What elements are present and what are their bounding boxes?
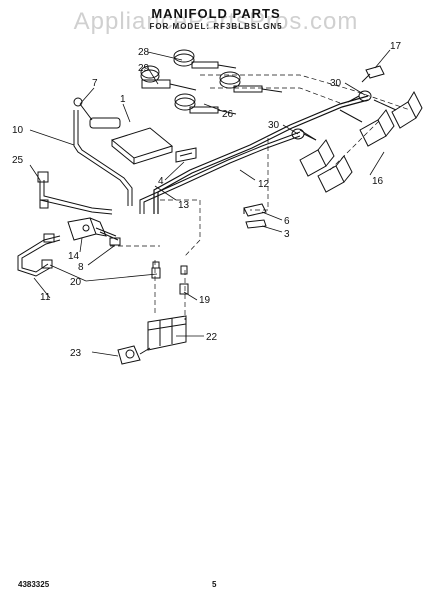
dashed-guides xyxy=(110,74,411,320)
bracket-part-4 xyxy=(175,147,197,163)
callout-11: 11 xyxy=(40,292,51,303)
fitting-part-20 xyxy=(151,261,161,279)
bracket-part-6 xyxy=(243,203,267,217)
connector-30-upper xyxy=(347,90,372,103)
burner-spuds xyxy=(299,90,423,193)
page-subtitle: FOR MODEL: RF3BLBSLGN5 xyxy=(149,22,283,31)
callout-26: 26 xyxy=(222,109,234,120)
callout-12: 12 xyxy=(258,179,270,190)
callout-22: 22 xyxy=(206,332,218,343)
oven-valve-assembly xyxy=(73,97,174,165)
callout-3: 3 xyxy=(284,229,290,240)
callout-29: 29 xyxy=(138,63,150,74)
callout-13: 13 xyxy=(178,200,190,211)
callout-30-upper: 30 xyxy=(330,78,342,89)
manifold-pipe xyxy=(153,95,369,214)
air-shutter-clip xyxy=(361,65,385,83)
callout-25: 25 xyxy=(12,155,24,166)
burner-valve-front-right xyxy=(219,71,283,93)
burner-valve-front-left xyxy=(174,93,237,115)
leader-lines xyxy=(29,49,391,357)
callout-7: 7 xyxy=(92,78,98,89)
pressure-regulator xyxy=(67,217,119,241)
oven-burner-tube xyxy=(37,110,133,215)
callout-1: 1 xyxy=(120,94,126,105)
callout-20: 20 xyxy=(70,277,82,288)
flex-connector xyxy=(17,233,61,277)
callout-14: 14 xyxy=(68,251,80,262)
fitting-part-19 xyxy=(179,265,189,295)
bracket-part-3 xyxy=(245,219,267,229)
burner-valve-rear-left xyxy=(140,65,197,91)
callout-19: 19 xyxy=(199,295,211,306)
callout-28: 28 xyxy=(138,47,150,58)
callout-23: 23 xyxy=(70,348,82,359)
callout-17: 17 xyxy=(390,41,402,52)
callout-4: 4 xyxy=(158,176,164,187)
callout-30-lower: 30 xyxy=(268,120,280,131)
callout-labels: 28 29 26 1 7 10 25 4 17 30 30 16 12 13 6… xyxy=(12,41,402,359)
connector-30-lower xyxy=(291,128,317,141)
burner-valve-rear-right xyxy=(173,49,237,69)
callout-10: 10 xyxy=(12,125,24,136)
page-title: MANIFOLD PARTS xyxy=(151,6,281,21)
callout-6: 6 xyxy=(284,216,290,227)
callout-8: 8 xyxy=(78,262,84,273)
callout-16: 16 xyxy=(372,176,384,187)
oven-supply-tube xyxy=(139,131,301,214)
manifold-bracket xyxy=(147,315,187,351)
document-number: 4383325 xyxy=(18,580,50,589)
page-number: 5 xyxy=(212,580,217,589)
safety-valve xyxy=(117,345,151,365)
fitting-part-8 xyxy=(109,237,121,246)
